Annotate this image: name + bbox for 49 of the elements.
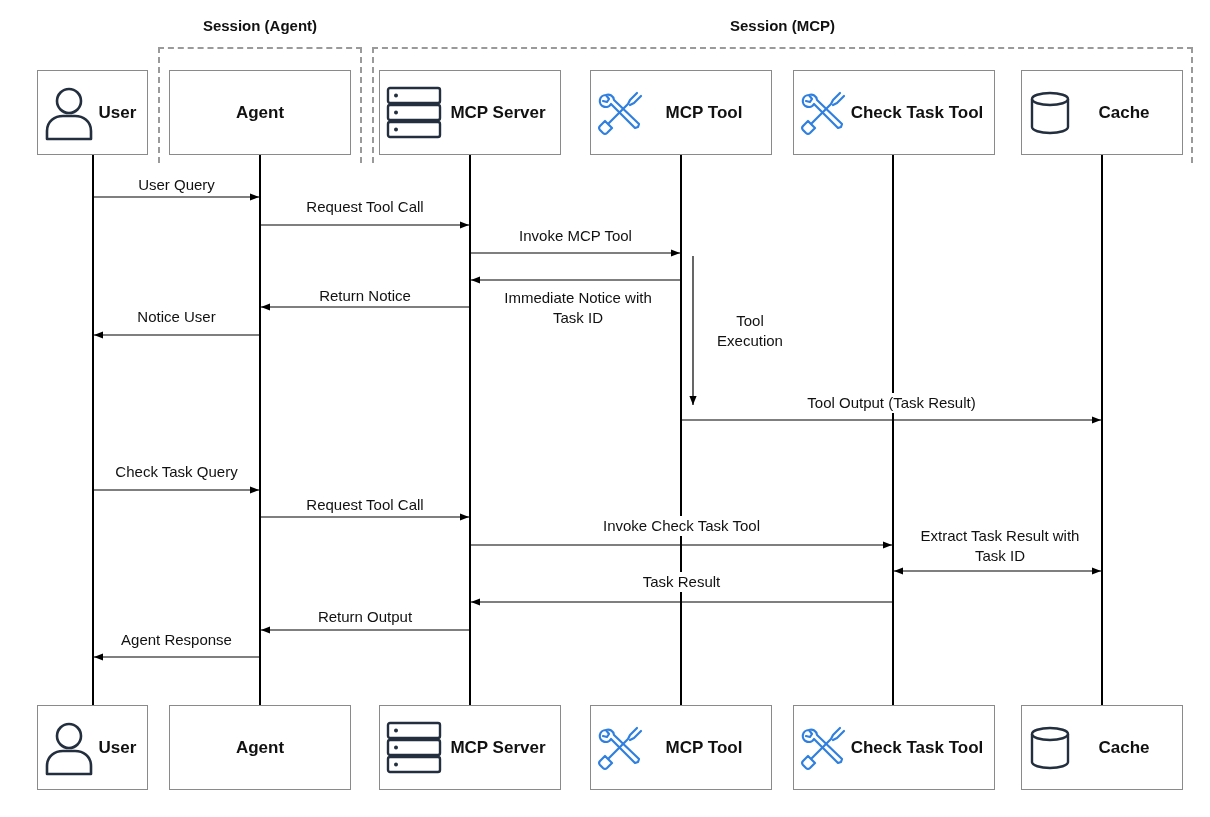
lifeline <box>1101 155 1103 705</box>
participant-box <box>37 70 148 155</box>
message-arrow <box>93 486 260 494</box>
message-arrow <box>470 249 681 257</box>
message-arrow <box>260 221 470 229</box>
message-arrow <box>93 331 260 339</box>
participant-name: MCP Tool <box>664 737 744 758</box>
participant-name: Check Task Tool <box>849 737 985 758</box>
participant-name: Cache <box>1097 737 1151 758</box>
message-arrow <box>681 416 1102 424</box>
participant-name: MCP Tool <box>664 102 744 123</box>
lifeline <box>469 155 471 705</box>
participant-name: User <box>97 737 138 758</box>
participant-box <box>169 70 351 155</box>
participant-name: Cache <box>1097 102 1151 123</box>
participant-name: Check Task Tool <box>849 102 985 123</box>
lifeline <box>259 155 261 705</box>
message-arrow <box>260 303 470 311</box>
group-title: Session (MCP) <box>730 16 835 36</box>
participant-box <box>590 705 772 790</box>
lifeline <box>680 155 682 705</box>
edge-label: Invoke Check Task Tool <box>601 516 762 536</box>
participant-box <box>37 705 148 790</box>
participant-name: MCP Server <box>449 102 547 123</box>
lifeline <box>92 155 94 705</box>
participant-box <box>169 705 351 790</box>
message-arrow <box>470 598 893 606</box>
participant-box <box>590 70 772 155</box>
participant-box <box>379 70 561 155</box>
edge-label: Tool Output (Task Result) <box>805 393 978 413</box>
participant-box <box>379 705 561 790</box>
lifeline <box>892 155 894 705</box>
participant-box <box>793 70 995 155</box>
participant-name: User <box>97 102 138 123</box>
message-arrow <box>470 276 681 284</box>
participant-name: Agent <box>234 737 286 758</box>
participant-name: MCP Server <box>449 737 547 758</box>
edge-label: Task Result <box>640 572 723 592</box>
participant-box <box>793 705 995 790</box>
message-arrow <box>93 653 260 661</box>
message-arrow <box>893 567 1102 575</box>
message-arrow <box>260 513 470 521</box>
participant-box <box>1021 70 1183 155</box>
message-arrow <box>260 626 470 634</box>
group-title: Session (Agent) <box>202 16 318 36</box>
message-arrow <box>93 193 260 201</box>
message-arrow <box>470 541 893 549</box>
participant-box <box>1021 705 1183 790</box>
participant-name: Agent <box>234 102 286 123</box>
